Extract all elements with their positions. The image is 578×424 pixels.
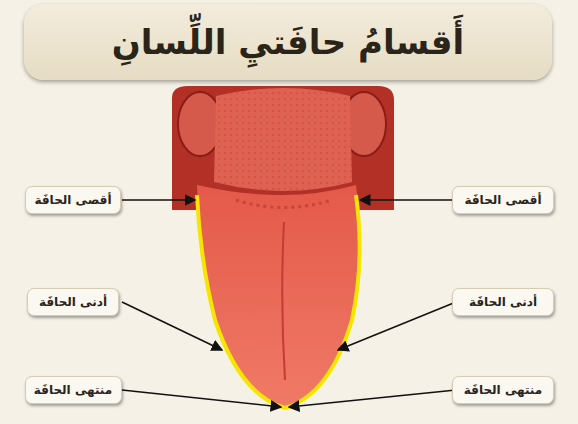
- title: أَقسامُ حافَتيِ اللِّسانِ: [24, 4, 552, 80]
- label-text: أقصى الحافَة: [34, 193, 111, 207]
- leader-arrow: [122, 199, 195, 201]
- tongue-body: [197, 185, 360, 408]
- leader-arrow: [122, 302, 222, 350]
- label-box: أقصى الحافَة: [452, 186, 554, 214]
- leader-arrow: [338, 302, 456, 350]
- label-text: أدنى الحافَة: [39, 295, 107, 309]
- tongue-root: [214, 88, 352, 191]
- label-box: منتهى الحافَة: [452, 376, 554, 404]
- label-box: منتهى الحافَة: [25, 376, 122, 404]
- label-box: أدنى الحافَة: [27, 288, 119, 316]
- tongue-edge: [197, 195, 360, 408]
- leader-arrow: [122, 390, 281, 407]
- median-groove: [282, 222, 285, 380]
- label-box: أدنى الحافَة: [452, 288, 554, 316]
- label-text: أدنى الحافَة: [469, 295, 537, 309]
- papillae-row: [236, 200, 332, 208]
- label-text: منتهى الحافَة: [464, 383, 542, 397]
- leader-arrow: [360, 199, 456, 201]
- label-box: أقصى الحافَة: [25, 186, 121, 214]
- label-text: أقصى الحافَة: [464, 193, 541, 207]
- label-text: منتهى الحافَة: [34, 383, 112, 397]
- tongue-root-texture: [214, 88, 352, 191]
- leader-arrow: [289, 390, 456, 407]
